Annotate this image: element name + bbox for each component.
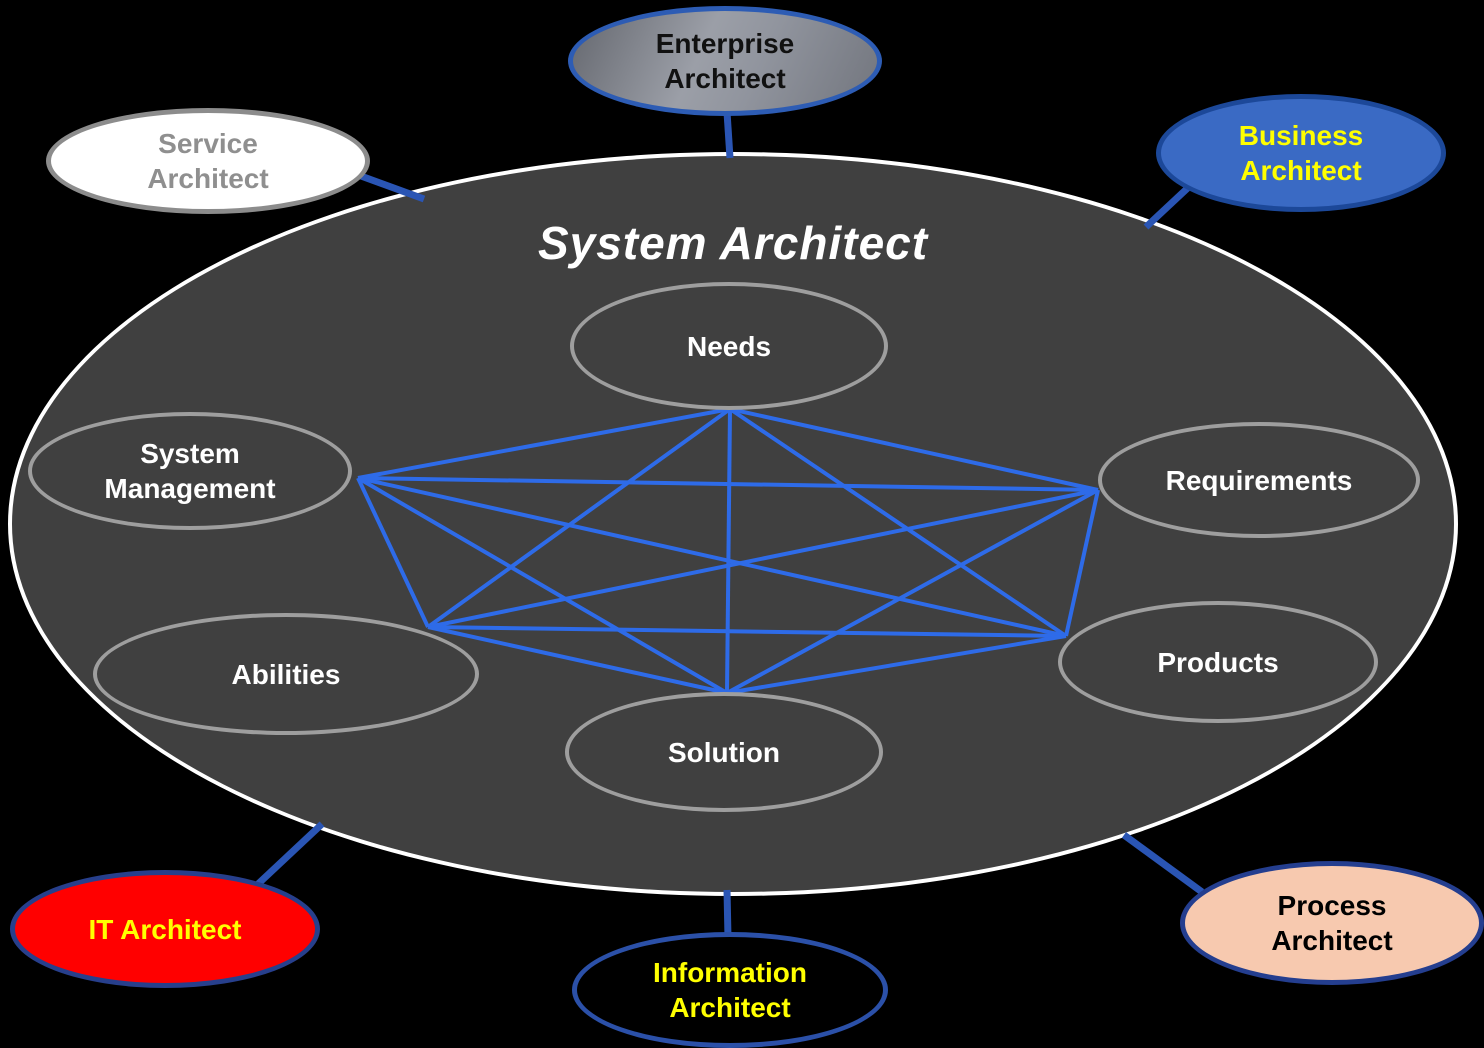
node-enterprise-architect: Enterprise Architect bbox=[568, 6, 882, 116]
node-requirements-label: Requirements bbox=[1165, 464, 1353, 496]
node-products-label: Products bbox=[1157, 646, 1279, 678]
node-information-architect: Information Architect bbox=[572, 932, 888, 1048]
node-service-architect: Service Architect bbox=[46, 108, 370, 214]
node-enterprise-architect-label: Enterprise Architect bbox=[655, 28, 795, 94]
node-business-architect: Business Architect bbox=[1156, 94, 1446, 212]
node-needs-label: Needs bbox=[686, 330, 772, 362]
connector-process-architect bbox=[1121, 832, 1205, 895]
node-products: Products bbox=[1058, 601, 1378, 723]
node-requirements: Requirements bbox=[1098, 422, 1420, 538]
node-it-architect-label: IT Architect bbox=[88, 913, 242, 945]
system-architect-title: System Architect bbox=[537, 217, 929, 269]
node-needs: Needs bbox=[570, 282, 888, 410]
connector-information-architect bbox=[723, 889, 732, 939]
connector-it-architect bbox=[255, 821, 325, 887]
node-information-architect-label: Information Architect bbox=[653, 957, 807, 1023]
node-business-architect-label: Business Architect bbox=[1238, 120, 1364, 186]
node-service-architect-label: Service Architect bbox=[147, 128, 269, 194]
node-system-management: System Management bbox=[28, 412, 352, 530]
node-process-architect-label: Process Architect bbox=[1271, 890, 1393, 956]
node-abilities-label: Abilities bbox=[231, 658, 341, 690]
node-solution-label: Solution bbox=[668, 736, 780, 768]
node-process-architect: Process Architect bbox=[1180, 861, 1484, 985]
node-system-management-label: System Management bbox=[104, 438, 276, 504]
node-solution: Solution bbox=[565, 692, 883, 812]
node-it-architect: IT Architect bbox=[10, 870, 320, 988]
node-abilities: Abilities bbox=[93, 613, 479, 735]
